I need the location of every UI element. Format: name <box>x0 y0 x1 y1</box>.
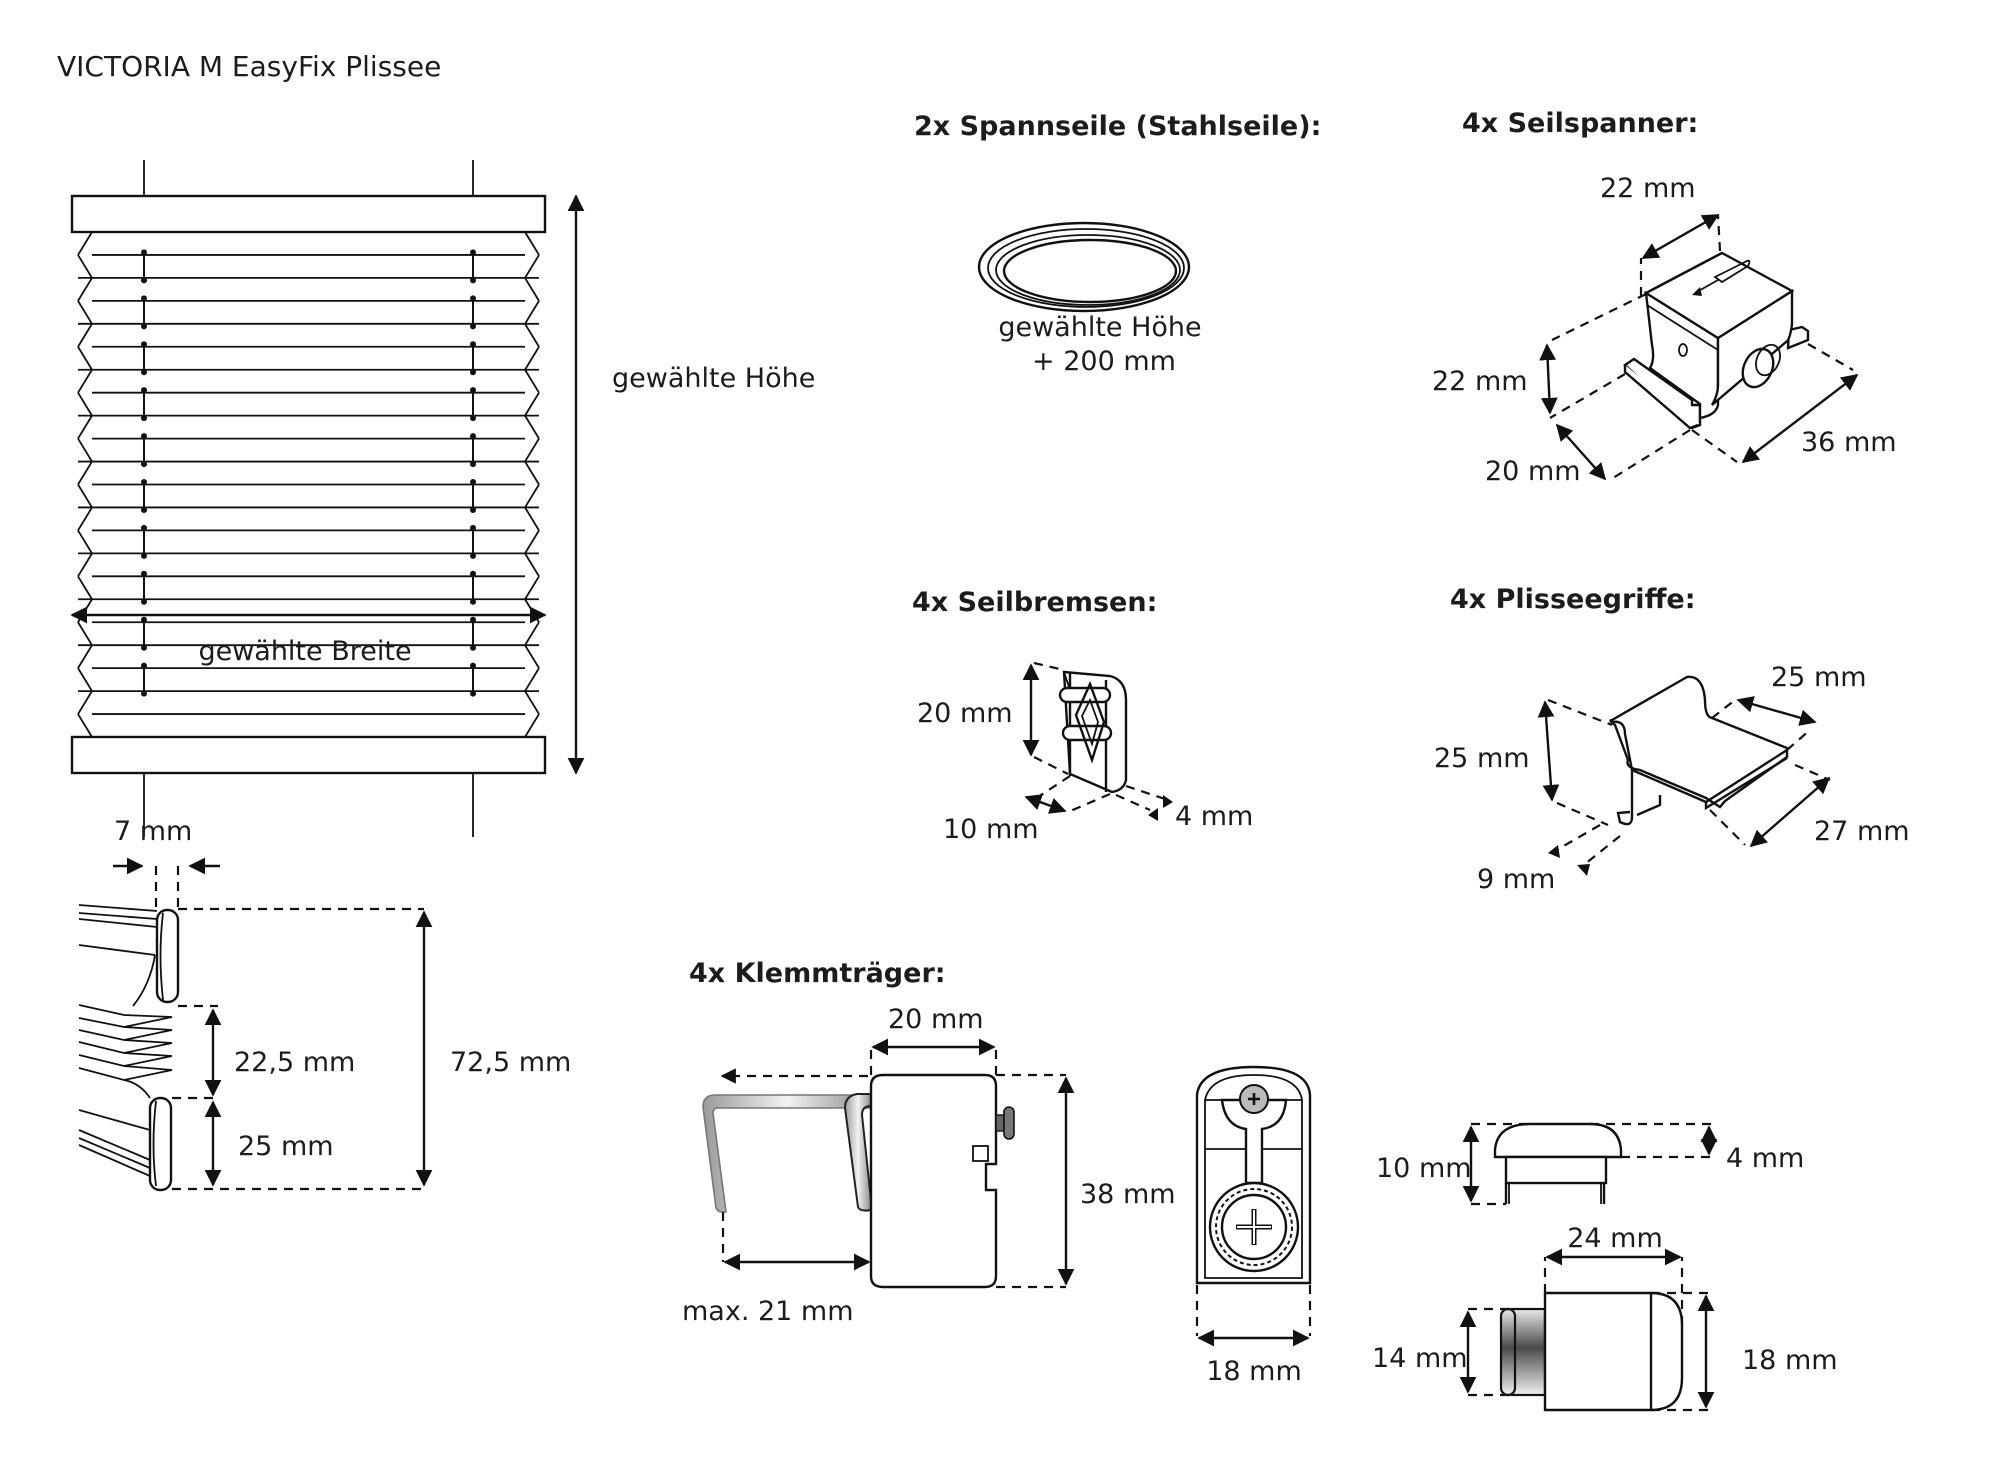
brake-width-dim: 4 mm <box>1175 801 1253 832</box>
cable-brake-icon <box>1058 670 1128 794</box>
plisseegriffe-heading: 4x Plisseegriffe: <box>1450 584 1696 615</box>
cord-eyelet <box>141 277 147 284</box>
cord-eyelet <box>470 249 476 256</box>
cord-eyelet <box>470 461 476 468</box>
cord-eyelet <box>141 524 147 531</box>
knob-stem-dim: 14 mm <box>1372 1343 1468 1374</box>
profile-rail-dim: 25 mm <box>238 1131 334 1162</box>
tensioner-top-dim: 22 mm <box>1600 173 1696 204</box>
cord-eyelet <box>141 616 147 623</box>
tensioner-depth-dim: 20 mm <box>1485 456 1581 487</box>
cord-eyelet <box>141 644 147 651</box>
cord-eyelet <box>141 295 147 302</box>
cord-eyelet <box>141 506 147 513</box>
cord-eyelet <box>141 369 147 376</box>
steel-cable-coil-icon <box>977 221 1191 313</box>
cord-eyelet <box>470 295 476 302</box>
cord-eyelet <box>470 616 476 623</box>
handle-length-dim: 27 mm <box>1814 816 1910 847</box>
cord-eyelet <box>470 644 476 651</box>
cord-eyelet <box>141 461 147 468</box>
cord-eyelet <box>470 570 476 577</box>
bracket-front-width-dim: 18 mm <box>1206 1356 1302 1387</box>
tensioner-length-dim: 36 mm <box>1801 427 1897 458</box>
cord-eyelet <box>141 415 147 422</box>
clamp-bracket-front-icon <box>1195 1065 1312 1285</box>
handle-height-dim: 25 mm <box>1434 743 1530 774</box>
seilspanner-heading: 4x Seilspanner: <box>1462 108 1698 139</box>
cord-eyelet <box>470 387 476 394</box>
cord-eyelet <box>470 369 476 376</box>
profile-pleat-pack-dim: 22,5 mm <box>234 1047 355 1078</box>
cord-eyelet <box>141 598 147 605</box>
pleat-lines <box>77 231 540 738</box>
brake-depth-dim: 10 mm <box>943 814 1039 845</box>
cord-eyelet <box>470 598 476 605</box>
cord-eyelet <box>141 552 147 559</box>
cable-length-line2: + 200 mm <box>1032 346 1176 377</box>
cap-height-dim: 10 mm <box>1376 1153 1472 1184</box>
width-label: gewählte Breite <box>198 636 411 667</box>
cord-eyelet <box>470 524 476 531</box>
knob-icon <box>1499 1291 1684 1412</box>
cord-eyelet <box>141 690 147 697</box>
profile-total-height-dim: 72,5 mm <box>450 1047 571 1078</box>
cord-eyelet <box>470 506 476 513</box>
bracket-clamp-dim: max. 21 mm <box>682 1296 854 1327</box>
height-label: gewählte Höhe <box>612 363 815 394</box>
pleated-shade-icon <box>70 160 547 837</box>
cord-eyelet <box>470 323 476 330</box>
cord-eyelet <box>141 433 147 440</box>
knob-length-dim: 24 mm <box>1567 1223 1663 1254</box>
cord-eyelet <box>470 478 476 485</box>
knob-height-dim: 18 mm <box>1742 1345 1838 1376</box>
cord-eyelet <box>470 415 476 422</box>
cord-eyelet <box>141 249 147 256</box>
handle-top-dim: 25 mm <box>1771 662 1867 693</box>
clamp-bracket-icon <box>702 1073 1015 1289</box>
brake-height-dim: 20 mm <box>917 698 1013 729</box>
cord-eyelet <box>470 662 476 669</box>
handle-lip-dim: 9 mm <box>1477 864 1555 895</box>
cord-eyelet <box>470 552 476 559</box>
cap-icon <box>1493 1122 1623 1204</box>
cord-eyelet <box>470 690 476 697</box>
shade-profile-icon <box>78 904 180 1192</box>
cord-eyelet <box>470 341 476 348</box>
spannseile-heading: 2x Spannseile (Stahlseile): <box>914 111 1321 142</box>
cable-tensioner-icon <box>1623 251 1810 430</box>
shade-handle-icon <box>1609 675 1789 826</box>
cord-eyelet <box>141 387 147 394</box>
cord-eyelet <box>141 478 147 485</box>
seilbremsen-heading: 4x Seilbremsen: <box>912 587 1157 618</box>
cord-eyelet <box>141 323 147 330</box>
profile-depth-dim: 7 mm <box>114 816 192 847</box>
cap-dome-dim: 4 mm <box>1726 1143 1804 1174</box>
document-title: VICTORIA M EasyFix Plissee <box>57 50 441 83</box>
klemmtraeger-heading: 4x Klemmträger: <box>689 958 946 989</box>
cord-eyelet <box>141 570 147 577</box>
bracket-height-dim: 38 mm <box>1080 1179 1176 1210</box>
cord-eyelet <box>141 662 147 669</box>
cord-eyelet <box>141 341 147 348</box>
cord-eyelet <box>470 277 476 284</box>
tensioner-height-dim: 22 mm <box>1432 366 1528 397</box>
cord-eyelet <box>470 433 476 440</box>
cable-length-line1: gewählte Höhe <box>998 312 1201 343</box>
bracket-width-dim: 20 mm <box>888 1004 984 1035</box>
